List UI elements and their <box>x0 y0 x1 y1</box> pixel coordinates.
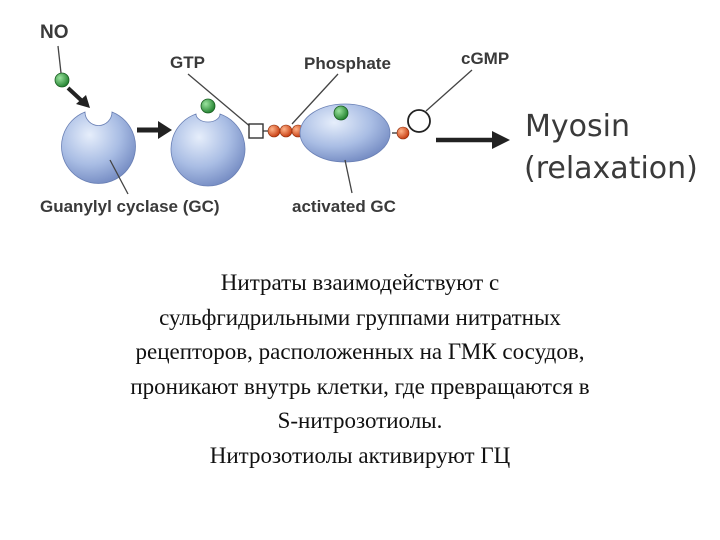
no-cgmp-pathway-diagram: NO GTP Phosphate cGMP Myosin (relaxation… <box>40 22 698 216</box>
cgmp-label: cGMP <box>461 49 509 68</box>
no-label: NO <box>40 22 69 43</box>
gtp-square <box>248 123 264 139</box>
cgmp-phosphate <box>396 126 410 140</box>
phosphate-circle-2 <box>279 124 293 138</box>
no-molecule <box>54 72 70 88</box>
relaxation-label: (relaxation) <box>524 151 698 186</box>
cgmp-ring <box>407 109 431 133</box>
activated-no-molecule <box>333 105 349 121</box>
guanylyl-cyclase-enzyme <box>61 111 136 184</box>
no-binding-arrowhead <box>76 95 90 108</box>
guanylyl-cyclase-label: Guanylyl cyclase (GC) <box>40 197 220 216</box>
myosin-label: Myosin <box>525 109 630 144</box>
phosphate-pointer <box>291 73 339 125</box>
phosphate-label: Phosphate <box>304 54 391 73</box>
caption-line-1: Нитраты взаимодействуют с <box>220 270 500 295</box>
caption-line-5: S-нитрозотиолы. <box>277 408 443 433</box>
gc-label-pointer <box>109 159 129 195</box>
myosin-arrowhead <box>492 131 510 149</box>
gc-no-bound-enzyme <box>170 113 246 187</box>
no-arrow <box>57 45 62 74</box>
caption-line-4: проникают внутрь клетки, где превращаютс… <box>130 373 590 399</box>
caption-line-3: рецепторов, расположенных на ГМК сосудов… <box>135 339 585 364</box>
no-binding-arrow <box>66 86 84 103</box>
caption-line-2: сульфгидрильными группами нитратных <box>159 304 561 330</box>
caption-line-6: Нитрозотиолы активируют ГЦ <box>209 442 511 468</box>
activation-arrowhead <box>158 121 172 139</box>
caption-text: Нитраты взаимодействуют с сульфгидрильны… <box>20 266 700 473</box>
gtp-pointer <box>187 73 253 129</box>
activated-gc-pointer <box>344 159 353 194</box>
activated-gc-label: activated GC <box>292 197 396 216</box>
bound-no-molecule <box>200 98 216 114</box>
cgmp-pointer <box>425 69 473 112</box>
phosphate-circle-1 <box>267 124 281 138</box>
gtp-label: GTP <box>170 53 205 72</box>
